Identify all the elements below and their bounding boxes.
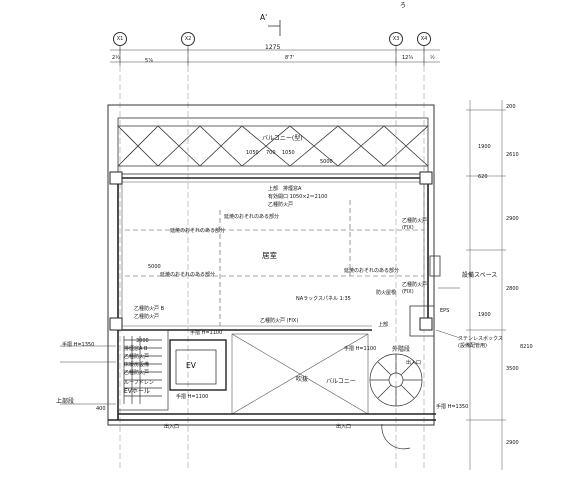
- eps-label: EPS: [440, 308, 450, 314]
- mid-door-1: 乙種防火戸 B: [134, 306, 165, 312]
- right-dim-1900: 1900: [478, 144, 491, 150]
- roof-drain-label: ルーフドレン: [124, 380, 154, 386]
- upper-stair-label: 上部段: [56, 398, 75, 405]
- balcony-dim-2: 700: [266, 150, 276, 156]
- mid-door-2: 乙種防火戸: [134, 314, 160, 320]
- right-dim-2900-a: 2900: [506, 216, 519, 222]
- balcony-bottom-label: バルコニー: [326, 378, 356, 385]
- top-dim-1: 2½: [112, 55, 121, 61]
- left-note-2: 乙種防火戸: [124, 370, 150, 376]
- right-dim-1900-b: 1900: [478, 312, 491, 318]
- stair-label: 外階段: [392, 346, 411, 353]
- stair-block: [117, 329, 169, 411]
- na-panel-label: NAラックスパネル 1:35: [296, 296, 351, 302]
- entrance-2: 出入口: [336, 424, 352, 430]
- right-dim-2900-b: 2900: [506, 440, 519, 446]
- entrance-1: 出入口: [164, 424, 180, 430]
- glass-part-3: 延焼のおそれのある部分: [160, 272, 216, 278]
- top-door-size: 有効開口 1050×2＝2100: [268, 194, 328, 200]
- columns: [109, 171, 433, 331]
- fireproof-roof-label: 防火屋根: [376, 290, 397, 296]
- ev-label: EV: [186, 361, 196, 370]
- leader-lines: [60, 287, 461, 405]
- door-fix-bottom: 乙種防火戸 (FIX): [260, 318, 299, 324]
- building-outline: [107, 104, 435, 426]
- rail-label-1: 手摺 H=1100: [190, 330, 223, 336]
- equipment-space-label: 設備スペース: [462, 272, 498, 279]
- equipment-space: [409, 255, 441, 337]
- spiral-stair: [369, 353, 423, 450]
- left-note-1: 床暖房設備: [124, 362, 150, 368]
- axis-bubble-x2: X2: [181, 32, 195, 46]
- rail-label-3: 手摺 H=1100: [176, 394, 209, 400]
- rail-label-2: 手摺 H=1100: [344, 346, 377, 352]
- section-marker: A': [260, 13, 268, 22]
- room-dimension: 5000: [148, 264, 161, 270]
- page-corner-mark: ろ: [400, 2, 407, 9]
- dim-400: 400: [96, 406, 106, 412]
- top-dim-4: 12¾: [402, 55, 414, 61]
- balcony-dim-3: 1050: [282, 150, 295, 156]
- stairwell-label-2: 乙種防火戸: [124, 354, 150, 360]
- door-fix-right-2: 乙種防火戸 (FIX): [402, 282, 428, 295]
- axis-bubble-x1: X1: [113, 32, 127, 46]
- right-dim-3500: 3500: [506, 366, 519, 372]
- handrail-left-label: 手摺 H=1350: [62, 342, 95, 348]
- fire-boundary-dashes: [125, 200, 424, 326]
- room-label: 居室: [262, 251, 277, 260]
- top-door-label: 上部 排煙窓A: [268, 186, 302, 192]
- top-dim-2: 5⅞: [145, 58, 154, 64]
- top-door-type: 乙種防火戸: [268, 202, 294, 208]
- axis-bubble-x3: X3: [389, 32, 403, 46]
- rail-label-4: 手摺 H=1350: [436, 404, 469, 410]
- top-dimensions: [110, 46, 440, 66]
- upper-door-label: 上部: [378, 322, 389, 328]
- top-dim-5: ½: [430, 55, 435, 61]
- glass-part-2: 延焼のおそれのある部分: [170, 228, 226, 234]
- room-inner-walls: [121, 181, 425, 327]
- section-marker-line: [268, 20, 281, 36]
- top-dim-3: 8'7': [285, 55, 295, 61]
- right-dimensions: [466, 100, 506, 470]
- right-dim-2800: 2800: [506, 286, 519, 292]
- stairwell-label-1: 排煙窓A B: [124, 346, 148, 352]
- ev-hall-label: EVホール: [124, 388, 150, 395]
- glass-part-1: 延焼のおそれのある部分: [224, 214, 280, 220]
- entrance-3: 出入口: [406, 360, 422, 366]
- right-dim-620: 620: [478, 174, 488, 180]
- void-label: 吹抜: [296, 376, 309, 383]
- right-dim-8210: 8210: [520, 344, 533, 350]
- balcony-top-label: バルコニー(型): [262, 135, 303, 142]
- balcony-dim-4: 5000: [320, 159, 333, 165]
- overall-dimension: 1275: [265, 44, 281, 51]
- glass-part-4: 延焼のおそれのある部分: [344, 268, 400, 274]
- bottom-wall: [108, 413, 436, 421]
- ev-shaft: [169, 339, 227, 391]
- right-dim-200: 200: [506, 104, 516, 110]
- dim-3000: 3000: [136, 338, 149, 344]
- axis-bubble-x4: X4: [417, 32, 431, 46]
- door-fix-right: 乙種防火戸 (FIX): [402, 218, 428, 231]
- stainless-box-label: ステンレスボックス (設備配管用): [458, 336, 503, 349]
- right-dim-2610: 2610: [506, 152, 519, 158]
- balcony-dim-1: 1050: [246, 150, 259, 156]
- top-balcony: [117, 117, 429, 175]
